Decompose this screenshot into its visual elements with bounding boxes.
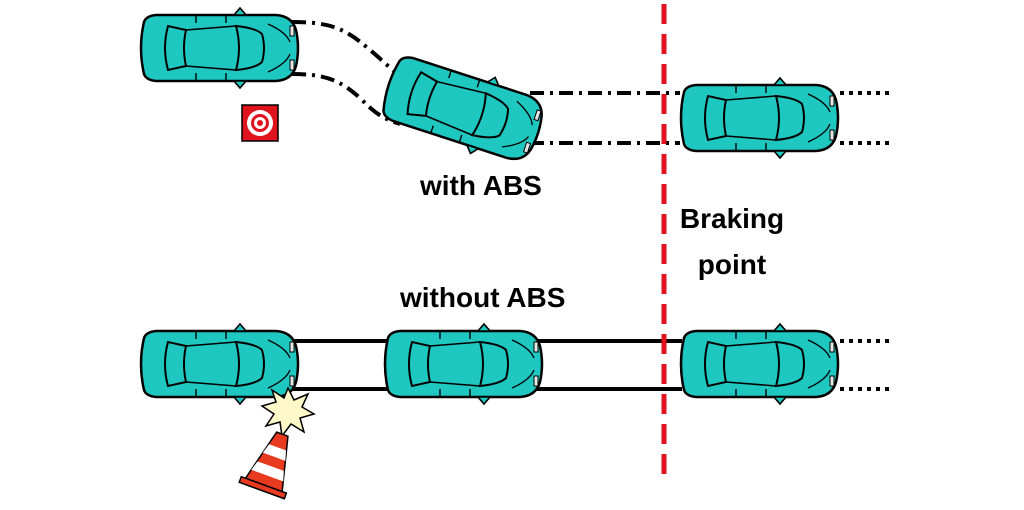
braking-point-label: Braking point — [676, 196, 788, 288]
with-abs-label: with ABS — [420, 170, 542, 201]
car-icon — [383, 322, 544, 406]
car-icon — [375, 45, 552, 173]
braking-point-label-line1: Braking — [679, 203, 785, 234]
car-icon — [679, 322, 840, 406]
traffic-cone-icon — [238, 431, 289, 500]
car-icon — [679, 76, 840, 160]
without-abs-label: without ABS — [400, 282, 566, 313]
car-icon — [139, 6, 300, 90]
braking-point-label-line2: point — [697, 249, 767, 280]
target-obstacle-icon — [241, 104, 279, 142]
